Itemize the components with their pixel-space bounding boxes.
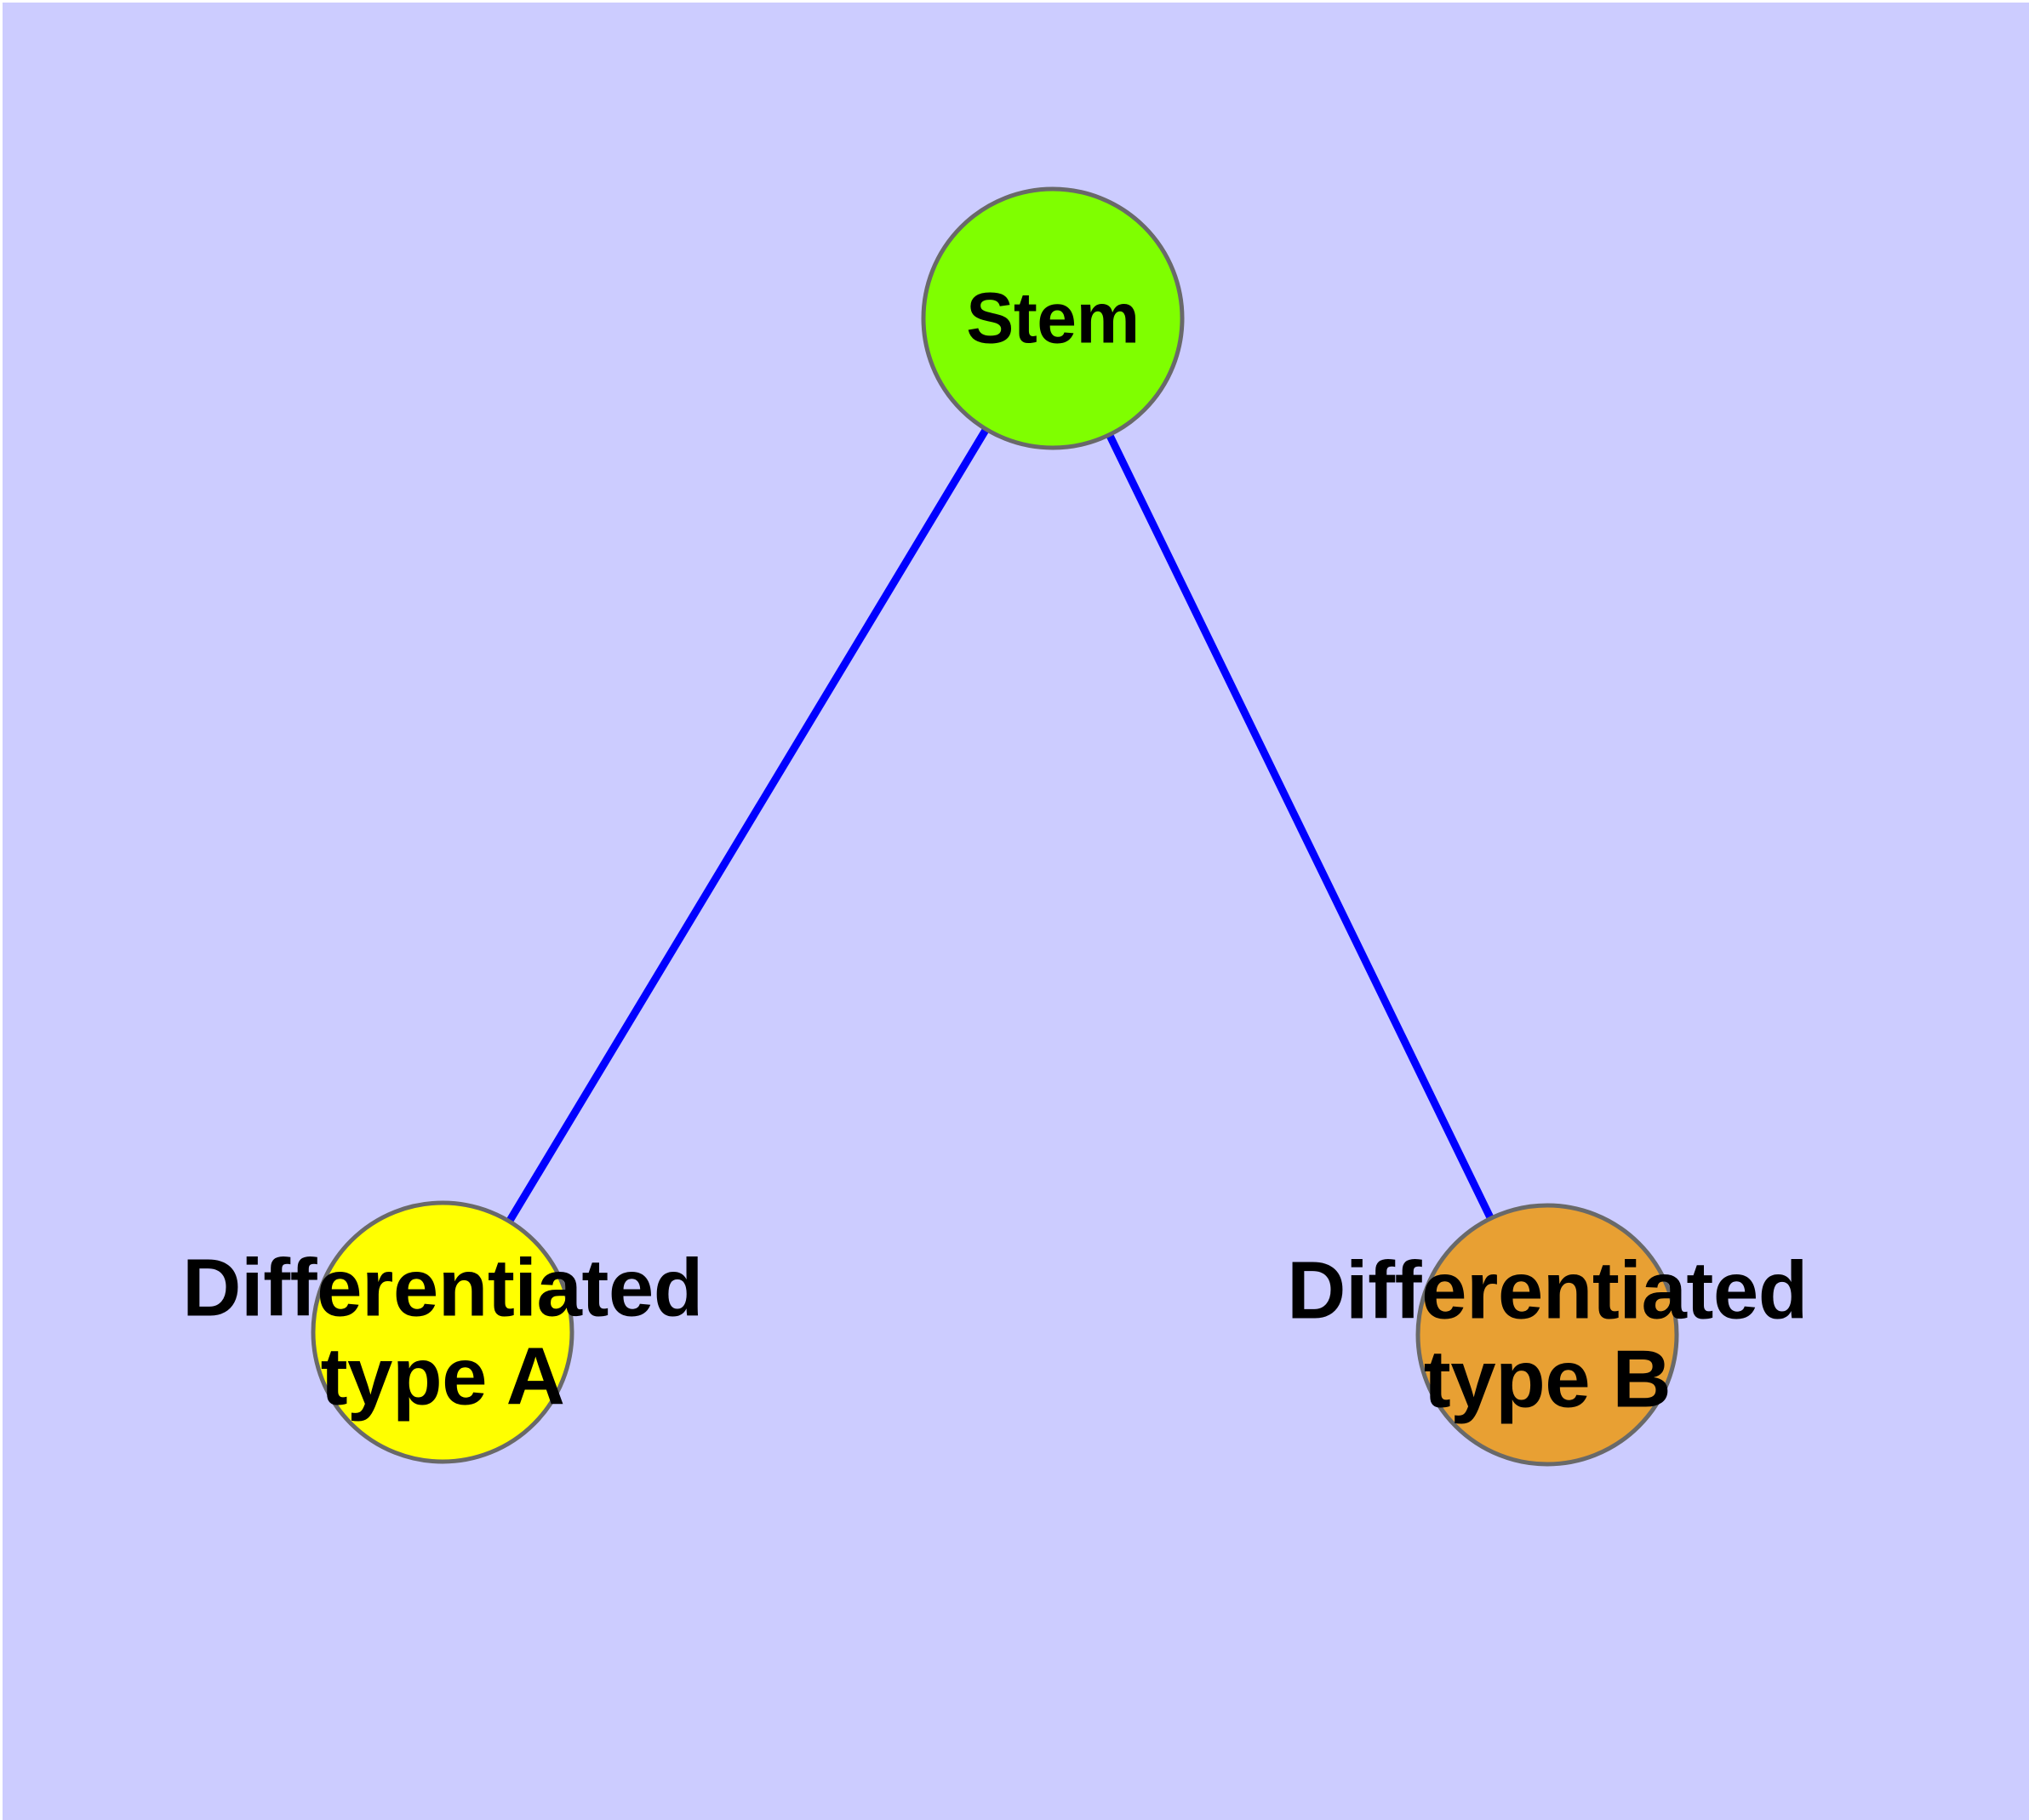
graph-edge-stem-to-a	[439, 316, 1056, 1335]
node-layer	[311, 186, 1679, 1467]
graph-node-stem[interactable]	[921, 186, 1185, 450]
diagram-plot-area: Stem Differentiated type A Differentiate…	[3, 3, 2029, 1820]
edge-layer	[439, 316, 1552, 1336]
graph-node-diff-b[interactable]	[1415, 1203, 1679, 1467]
cell-differentiation-graph	[311, 186, 1679, 1467]
graph-node-diff-a[interactable]	[311, 1200, 574, 1464]
graph-edge-stem-to-b	[1049, 317, 1552, 1336]
